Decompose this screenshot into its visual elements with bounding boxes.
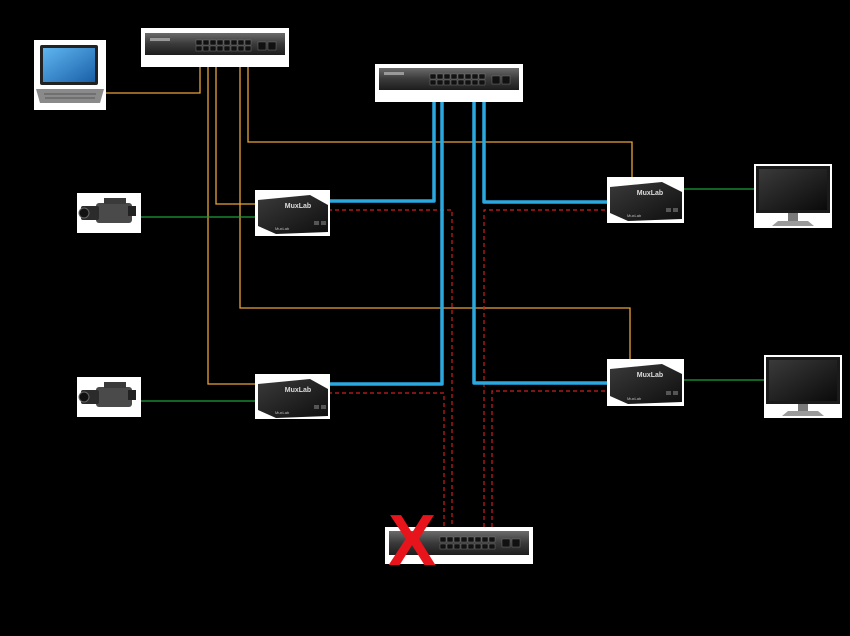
fiber-link-encoder-2 xyxy=(328,86,444,386)
fiber-link-decoder-2 xyxy=(472,86,612,385)
decoder-2-brand-small: MuxLab xyxy=(627,396,642,401)
fiber-links xyxy=(328,86,612,386)
laptop-to-control-switch-link xyxy=(104,58,201,94)
camera-2 xyxy=(77,377,141,417)
monitor-2 xyxy=(764,355,842,418)
encoder-2: MuxLab MuxLab xyxy=(255,374,330,419)
backup-link-encoder-2 xyxy=(328,392,445,535)
monitor-1 xyxy=(754,164,832,228)
backup-link-decoder-1 xyxy=(483,209,612,535)
control-switch xyxy=(141,28,289,67)
encoder-2-brand-small: MuxLab xyxy=(275,410,290,415)
backup-link-encoder-1 xyxy=(328,209,453,535)
encoder-1: MuxLab MuxLab xyxy=(255,190,330,236)
laptop xyxy=(34,40,106,110)
switch-failure-icon: X xyxy=(388,501,436,581)
decoder-2: MuxLab MuxLab xyxy=(607,359,684,406)
backup-switch xyxy=(385,527,533,564)
encoder-1-brand: MuxLab xyxy=(285,203,311,210)
primary-switch xyxy=(375,64,523,102)
encoder-2-brand: MuxLab xyxy=(285,387,311,394)
fiber-link-encoder-1 xyxy=(328,86,436,203)
backup-links xyxy=(328,209,612,535)
control-link-encoder-2 xyxy=(207,58,258,385)
encoder-1-brand-small: MuxLab xyxy=(275,226,290,231)
video-links xyxy=(140,188,766,402)
decoder-2-brand: MuxLab xyxy=(637,372,663,379)
camera-1 xyxy=(77,193,141,233)
fiber-link-decoder-1 xyxy=(482,86,612,204)
control-link-decoder-1 xyxy=(247,58,633,180)
decoder-1-brand-small: MuxLab xyxy=(627,213,642,218)
laptop-base xyxy=(36,89,104,103)
control-link-encoder-1 xyxy=(215,58,258,205)
backup-link-decoder-2 xyxy=(491,390,612,535)
control-links xyxy=(104,58,633,385)
decoder-1: MuxLab MuxLab xyxy=(607,177,684,223)
decoder-1-brand: MuxLab xyxy=(637,190,663,197)
control-link-decoder-2 xyxy=(239,58,631,362)
